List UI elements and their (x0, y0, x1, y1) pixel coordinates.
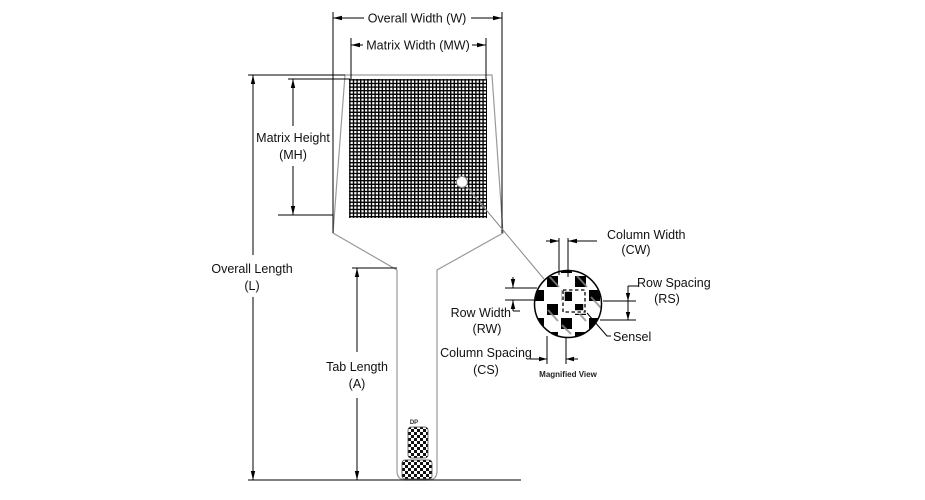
matrix-width-dimension: Matrix Width (MW) (350, 38, 487, 79)
tab-end-pattern (401, 459, 433, 480)
sensel-callout: Sensel (586, 312, 651, 344)
matrix-callout-circle (456, 176, 468, 188)
column-spacing-label-line1: Column Spacing (440, 346, 532, 360)
tab-connector-pattern (407, 426, 429, 459)
weave-texture (547, 275, 601, 335)
column-width-dimension: Column Width (CW) (546, 228, 686, 277)
row-spacing-dimension: Row Spacing (RS) (600, 276, 711, 321)
magnified-view-circle: Magnified View (533, 269, 603, 379)
row-width-label-line1: Row Width (451, 306, 511, 320)
row-width-dimension: Row Width (RW) (451, 277, 537, 336)
matrix-height-label-line1: Matrix Height (256, 131, 330, 145)
tab-length-dimension: Tab Length (A) (326, 267, 397, 480)
overall-width-dimension: Overall Width (W) (332, 12, 503, 233)
matrix-width-label: Matrix Width (MW) (366, 39, 469, 53)
column-width-label-line1: Column Width (607, 228, 686, 242)
row-spacing-label-line1: Row Spacing (637, 276, 711, 290)
magnified-view-caption: Magnified View (539, 370, 597, 379)
sensor-matrix-grid (349, 79, 487, 218)
matrix-height-label-line2: (MH) (279, 148, 307, 162)
row-spacing-label-line2: (RS) (654, 292, 680, 306)
sensor-body: DP (332, 74, 504, 481)
tab-marking-label: DP (410, 420, 418, 426)
overall-length-label-line2: (L) (244, 279, 259, 293)
tab-length-label-line1: Tab Length (326, 360, 388, 374)
sensel-label: Sensel (613, 330, 651, 344)
column-spacing-dimension: Column Spacing (CS) (440, 336, 578, 377)
tab-length-label-line2: (A) (349, 377, 366, 391)
matrix-height-dimension: Matrix Height (MH) (256, 78, 350, 216)
overall-length-dimension: Overall Length (L) (211, 74, 521, 481)
overall-length-label-line1: Overall Length (211, 262, 292, 276)
row-width-label-line2: (RW) (473, 322, 502, 336)
column-width-label-line2: (CW) (621, 243, 650, 257)
overall-width-label: Overall Width (W) (368, 12, 467, 26)
column-spacing-label-line2: (CS) (473, 363, 499, 377)
sensel-dashed-outline (562, 289, 586, 313)
magnifier-leader (456, 176, 545, 280)
